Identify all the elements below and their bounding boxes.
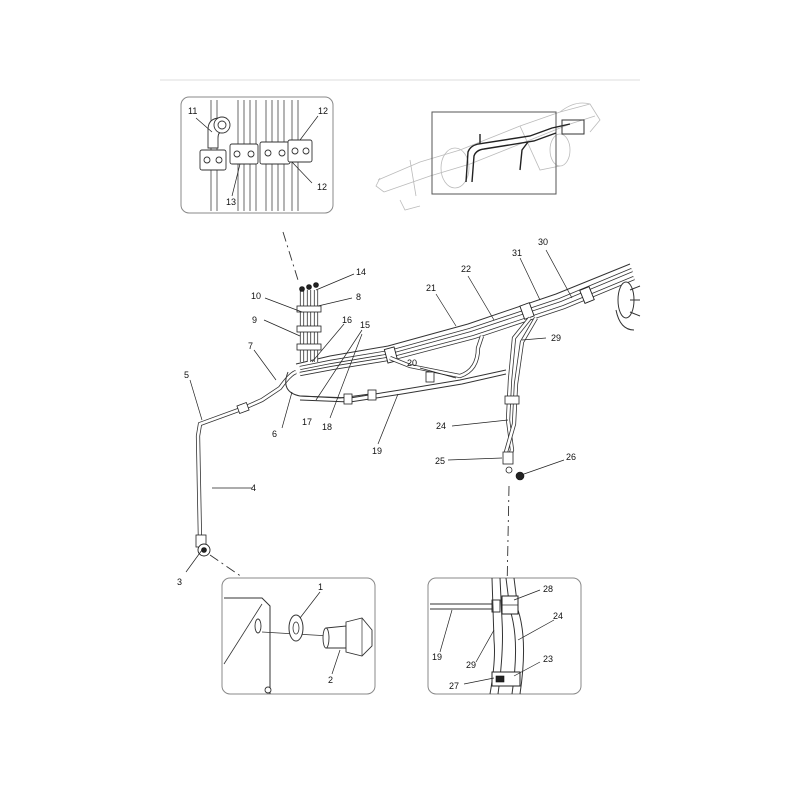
callout-29-detail: 29 <box>466 660 476 670</box>
callout-14: 14 <box>356 267 366 277</box>
callout-2: 2 <box>328 675 333 685</box>
connector-detail-top <box>282 231 299 281</box>
callout-21: 21 <box>426 283 436 293</box>
connector-detail-bottom-right <box>506 485 510 591</box>
callout-19-detail: 19 <box>432 652 442 662</box>
leader-lines <box>185 249 573 573</box>
callout-28: 28 <box>543 584 553 594</box>
callout-24-detail: 24 <box>553 611 563 621</box>
callout-31: 31 <box>512 248 522 258</box>
callout-labels: 11 12 12 13 14 10 8 9 16 15 7 5 6 17 18 … <box>177 106 576 691</box>
callout-30: 30 <box>538 237 548 247</box>
machine-overview <box>375 102 601 211</box>
callout-20: 20 <box>407 358 417 368</box>
detail-clamp-tee <box>427 577 582 695</box>
callout-12-bottom: 12 <box>317 182 327 192</box>
callout-24: 24 <box>436 421 446 431</box>
main-hose-assembly <box>195 263 641 557</box>
detail-bolt-washer <box>221 577 376 695</box>
callout-4: 4 <box>251 483 256 493</box>
callout-12-top: 12 <box>318 106 328 116</box>
callout-6: 6 <box>272 429 277 439</box>
callout-1: 1 <box>318 582 323 592</box>
callout-19: 19 <box>372 446 382 456</box>
detail-clamps <box>180 96 334 214</box>
callout-3: 3 <box>177 577 182 587</box>
connector-detail-bottom-left <box>209 554 243 578</box>
callout-18: 18 <box>322 422 332 432</box>
callout-29: 29 <box>551 333 561 343</box>
callout-27: 27 <box>449 681 459 691</box>
callout-15: 15 <box>360 320 370 330</box>
callout-10: 10 <box>251 291 261 301</box>
callout-13: 13 <box>226 197 236 207</box>
callout-16: 16 <box>342 315 352 325</box>
callout-26: 26 <box>566 452 576 462</box>
callout-8: 8 <box>356 292 361 302</box>
callout-5: 5 <box>184 370 189 380</box>
callout-23: 23 <box>543 654 553 664</box>
callout-7: 7 <box>248 341 253 351</box>
callout-22: 22 <box>461 264 471 274</box>
callout-9: 9 <box>252 315 257 325</box>
callout-11: 11 <box>188 106 197 116</box>
callout-17: 17 <box>302 417 312 427</box>
callout-25: 25 <box>435 456 445 466</box>
